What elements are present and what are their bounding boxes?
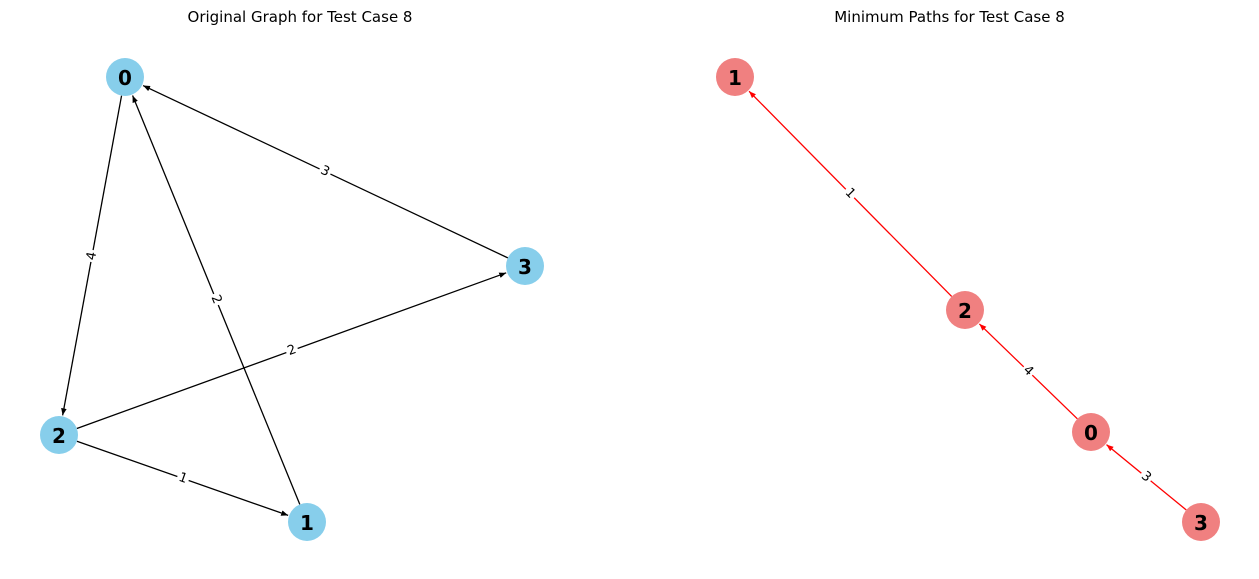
original-graph-canvas: 4 2 3 2 1 0 1 2 3 [40,58,544,541]
edge-weight-label: 1 [174,468,192,489]
edge-weight-label: 2 [283,340,301,361]
node-0 [1072,413,1110,451]
node-label-1: 1 [300,511,314,535]
node-0 [106,58,144,96]
edge-weight-label: 2 [206,290,226,309]
edge-weight-label: 1 [840,183,860,204]
minimum-paths-canvas: 1 4 3 1 2 0 3 [716,58,1220,541]
node-3 [506,247,544,285]
minimum-paths-title: Minimum Paths for Test Case 8 [834,8,1065,26]
node-label-0: 0 [1084,421,1098,445]
edge-weight-label: 3 [1136,467,1156,487]
node-2 [40,416,78,454]
original-graph-panel: Original Graph for Test Case 8 4 2 3 2 1 0 1 2 3 [0,0,600,579]
original-graph-title: Original Graph for Test Case 8 [187,8,413,26]
node-3 [1182,503,1220,541]
edge-weight-text: 4 [84,251,100,262]
edge-weight-label: 4 [83,248,101,264]
node-1 [716,58,754,96]
minimum-paths-panel: Minimum Paths for Test Case 8 1 4 3 1 2 0 3 [640,0,1259,579]
node-label-3: 3 [1194,511,1208,535]
node-1 [288,503,326,541]
edge-weight-label: 3 [316,161,334,182]
node-label-3: 3 [518,255,532,279]
node-label-2: 2 [958,299,972,323]
node-label-2: 2 [52,424,66,448]
node-2 [946,291,984,329]
node-label-1: 1 [728,66,742,90]
node-label-0: 0 [118,66,132,90]
edge-weight-label: 4 [1018,361,1038,381]
